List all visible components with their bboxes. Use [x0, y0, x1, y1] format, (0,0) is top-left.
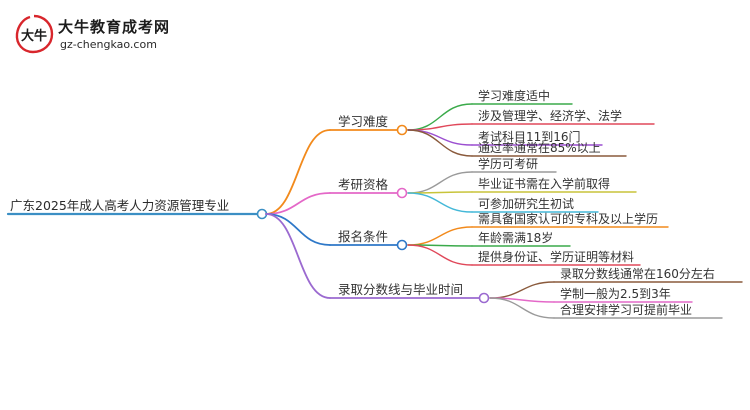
- leaf-label-0-2[interactable]: 考试科目11到16门: [478, 130, 581, 144]
- leaf-label-2-1[interactable]: 年龄需满18岁: [478, 231, 554, 245]
- leaf-label-1-2[interactable]: 可参加研究生初试: [478, 197, 575, 211]
- leaf-link-0-1: [407, 123, 473, 131]
- leaf-link-3-0: [489, 281, 555, 299]
- branch-label-2[interactable]: 报名条件: [338, 229, 389, 244]
- leaf-label-0-1[interactable]: 涉及管理学、经济学、法学: [478, 109, 623, 123]
- branch-label-1[interactable]: 考研资格: [338, 177, 389, 192]
- leaf-label-3-1[interactable]: 学制一般为2.5到3年: [560, 287, 671, 301]
- svg-text:大牛: 大牛: [21, 28, 47, 43]
- leaf-link-2-2: [407, 244, 473, 266]
- root-node-label[interactable]: 广东2025年成人高考人力资源管理专业: [10, 198, 230, 213]
- branch-link-0: [265, 129, 331, 215]
- branch-node-handle-0[interactable]: [396, 124, 408, 136]
- branch-link-3: [265, 213, 331, 299]
- leaf-label-2-2[interactable]: 提供身份证、学历证明等材料: [478, 250, 635, 264]
- branch-node-handle-2[interactable]: [396, 239, 408, 251]
- leaf-label-3-2[interactable]: 合理安排学习可提前毕业: [560, 303, 693, 317]
- leaf-link-3-2: [489, 297, 555, 319]
- leaf-label-3-0[interactable]: 录取分数线通常在160分左右: [560, 267, 715, 281]
- branch-label-3[interactable]: 录取分数线与毕业时间: [338, 282, 464, 297]
- leaf-label-1-0[interactable]: 学历可考研: [478, 157, 539, 171]
- leaf-link-2-0: [407, 226, 473, 246]
- leaf-label-2-0[interactable]: 需具备国家认可的专科及以上学历: [478, 212, 659, 226]
- leaf-label-0-3[interactable]: 通过率通常在85%以上: [478, 141, 601, 155]
- branch-link-1: [265, 192, 331, 215]
- branch-node-handle-3[interactable]: [478, 292, 490, 304]
- site-logo[interactable]: 大牛 大牛教育成考网 gz-chengkao.com: [10, 14, 210, 58]
- branch-link-2: [265, 213, 331, 246]
- logo-title: 大牛教育成考网: [58, 18, 171, 36]
- branch-label-0[interactable]: 学习难度: [338, 114, 389, 129]
- leaf-link-0-3: [407, 129, 473, 157]
- leaf-label-0-0[interactable]: 学习难度适中: [478, 89, 551, 103]
- branch-node-handle-1[interactable]: [396, 187, 408, 199]
- leaf-link-1-0: [407, 171, 473, 194]
- leaf-link-1-2: [407, 192, 473, 213]
- logo-mark-icon: 大牛: [15, 14, 54, 54]
- leaf-label-1-1[interactable]: 毕业证书需在入学前取得: [478, 177, 611, 191]
- leaf-link-0-0: [407, 103, 473, 131]
- logo-url: gz-chengkao.com: [60, 38, 157, 51]
